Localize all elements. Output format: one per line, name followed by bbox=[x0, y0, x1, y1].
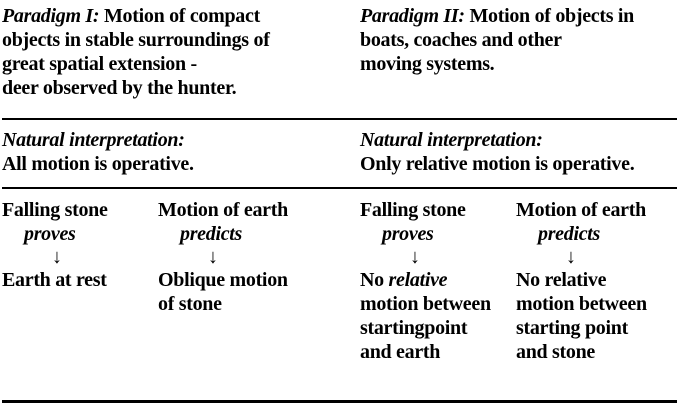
column-3-verb: proves bbox=[382, 223, 434, 245]
column-3-premise: Falling stone bbox=[360, 199, 466, 221]
interpretation-2: Natural interpretation: Only relative mo… bbox=[360, 128, 635, 176]
column-2-result: Oblique motion bbox=[158, 269, 288, 291]
column-2-premise: Motion of earth bbox=[158, 199, 288, 221]
column-4-result: starting point bbox=[516, 317, 628, 339]
paradigm-2-line: moving systems. bbox=[360, 53, 495, 75]
column-1-verb: proves bbox=[24, 223, 76, 245]
column-4-result: and stone bbox=[516, 341, 595, 363]
bottom-divider-rule bbox=[2, 400, 677, 403]
paradigm-1-line: objects in stable surroundings of bbox=[2, 29, 270, 51]
column-4-premise: Motion of earth bbox=[516, 199, 646, 221]
column-3-falling-stone: Falling stone proves ↓ No relative motio… bbox=[360, 198, 510, 364]
column-2-result: of stone bbox=[158, 293, 222, 315]
down-arrow-icon: ↓ bbox=[410, 246, 420, 268]
paradigm-1-label: Paradigm I: bbox=[2, 5, 100, 27]
paradigm-2-description: Paradigm II: Motion of objects in boats,… bbox=[360, 4, 634, 76]
middle-divider-rule bbox=[2, 187, 677, 189]
paradigm-1-line: Motion of compact bbox=[103, 5, 260, 27]
column-3-result: and earth bbox=[360, 341, 441, 363]
down-arrow-icon: ↓ bbox=[52, 246, 62, 268]
interpretation-1-text: All motion is operative. bbox=[2, 153, 194, 175]
column-3-result-plain: No bbox=[360, 269, 389, 291]
column-3-result: startingpoint bbox=[360, 317, 468, 339]
column-2-verb: predicts bbox=[180, 223, 243, 245]
paradigm-2-line: boats, coaches and other bbox=[360, 29, 562, 51]
paradigm-2-label: Paradigm II: bbox=[360, 5, 465, 27]
column-4-motion-of-earth: Motion of earth predicts ↓ No relative m… bbox=[516, 198, 676, 364]
column-3-result-emphasis: relative bbox=[388, 269, 448, 291]
interpretation-1-heading: Natural interpretation: bbox=[2, 129, 185, 151]
down-arrow-icon: ↓ bbox=[566, 246, 576, 268]
column-2-motion-of-earth: Motion of earth predicts ↓ Oblique motio… bbox=[158, 198, 338, 316]
column-1-result: Earth at rest bbox=[2, 269, 107, 291]
interpretation-2-text: Only relative motion is operative. bbox=[360, 153, 635, 175]
interpretation-1: Natural interpretation: All motion is op… bbox=[2, 128, 194, 176]
column-4-result: No relative bbox=[516, 269, 607, 291]
down-arrow-icon: ↓ bbox=[208, 246, 218, 268]
column-1-premise: Falling stone bbox=[2, 199, 108, 221]
paradigm-1-description: Paradigm I: Motion of compact objects in… bbox=[2, 4, 270, 100]
paradigm-1-line: great spatial extension - bbox=[2, 53, 197, 75]
column-4-result: motion between bbox=[516, 293, 647, 315]
top-divider-rule bbox=[2, 118, 677, 120]
column-1-falling-stone: Falling stone proves ↓ Earth at rest bbox=[2, 198, 142, 292]
column-4-verb: predicts bbox=[538, 223, 601, 245]
paradigm-2-line: Motion of objects in bbox=[469, 5, 634, 27]
paradigm-1-line: deer observed by the hunter. bbox=[2, 77, 237, 99]
interpretation-2-heading: Natural interpretation: bbox=[360, 129, 543, 151]
column-3-result: motion between bbox=[360, 293, 491, 315]
